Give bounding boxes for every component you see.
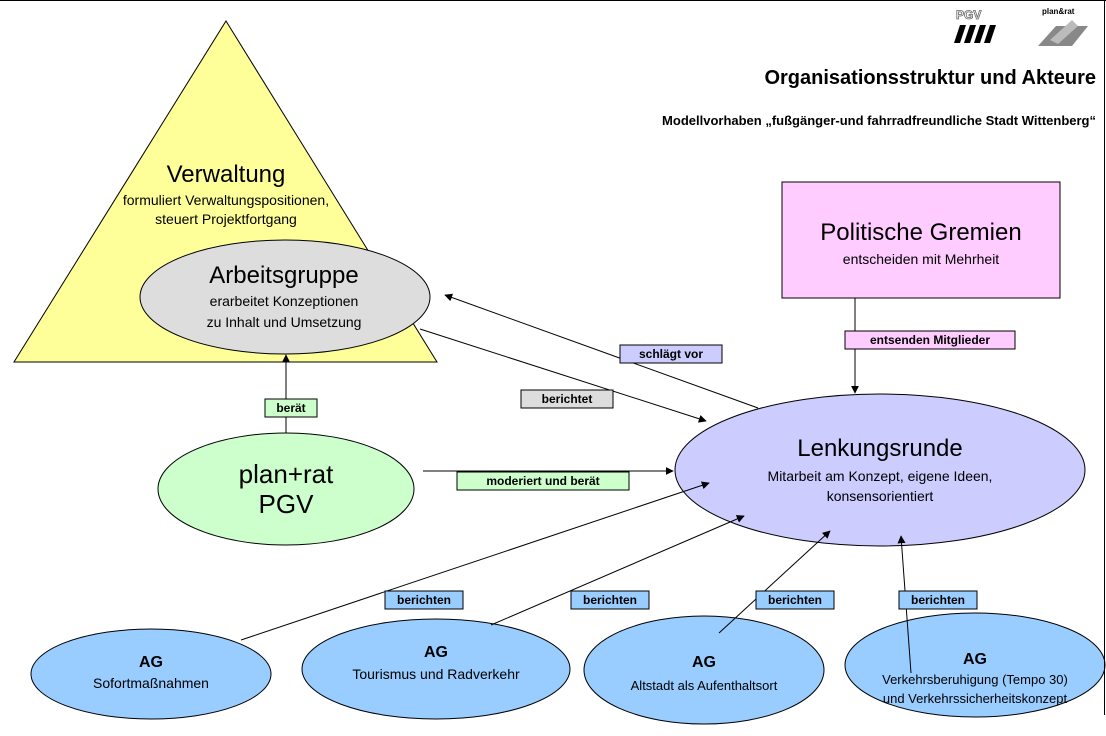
ag-text: Altstadt als Aufenthaltsort [631,678,778,693]
pgv-logo-stripe [984,25,996,43]
verwaltung-text-1: formuliert Verwaltungspositionen, [123,192,329,208]
ag-ellipse-verkehrsberuhigung [844,612,1106,718]
label-berichten-box [755,590,835,610]
label-berichten: berichten [768,593,822,607]
pgv-logo-stripe [954,25,966,43]
planrat-logo: plan&rat [1038,7,1088,46]
label-entsenden-mitglieder: entsenden Mitglieder [870,333,990,347]
label-berichten: berichten [911,593,965,607]
ag-text-2: und Verkehrssicherheitskonzept [883,691,1068,706]
ag-ellipse-sofortmassnahmen [30,628,272,720]
ag-title: AG [139,654,163,671]
pgv-logo-stripe [974,25,986,43]
politik-box [781,181,1061,299]
arrow-lenkungsrunde-to-arbeitsgruppe [444,293,759,409]
lenkungsrunde-text-1: Mitarbeit am Konzept, eigene Ideen, [768,468,993,484]
lenkungsrunde-title: Lenkungsrunde [797,435,962,462]
label-schlaegt-vor-box [619,344,723,364]
planrat-text-1: plan+rat [239,459,334,489]
pgv-logo-stripe [964,25,976,43]
label-moderiert-und-beraet: moderiert und berät [486,474,599,488]
label-beraet: berät [276,401,305,415]
ag-ellipse-tourismus [301,618,571,720]
label-moderiert-box [456,471,630,491]
frame-right-border [1104,0,1105,715]
label-berichtet: berichtet [542,392,593,406]
frame-top-border [0,0,1106,1]
lenkungsrunde-ellipse [674,393,1086,547]
planrat-logo-text: plan&rat [1042,7,1075,16]
arbeitsgruppe-title: Arbeitsgruppe [209,262,358,289]
ag-text-1: Verkehrsberuhigung (Tempo 30) [882,672,1068,687]
planrat-logo-pen [1050,20,1078,44]
verwaltung-title: Verwaltung [167,161,286,188]
arrow-arbeitsgruppe-to-lenkungsrunde [419,328,707,423]
label-berichten-box [898,590,978,610]
arbeitsgruppe-text-1: erarbeitet Konzeptionen [210,293,359,309]
arrow-ag-sofort-to-lenkungsrunde [240,481,710,641]
verwaltung-text-2: steuert Projektfortgang [155,211,297,227]
ag-ellipse-altstadt [583,615,825,725]
arbeitsgruppe-ellipse [139,239,431,355]
label-berichten-box [384,590,464,610]
page-subtitle: Modellvorhaben „fußgänger-und fahrradfre… [662,113,1096,128]
ag-title: AG [692,654,716,671]
politik-subtitle: entscheiden mit Mehrheit [843,251,1000,267]
arrow-ag-altstadt-to-lenkungsrunde [718,530,831,634]
label-berichten-box [570,590,650,610]
ag-title: AG [424,644,448,661]
ag-text: Sofortmaßnahmen [93,675,209,691]
lenkungsrunde-text-2: konsensorientiert [827,488,934,504]
label-entsenden-box [844,330,1016,350]
arbeitsgruppe-text-2: zu Inhalt und Umsetzung [207,314,362,330]
politik-title: Politische Gremien [820,219,1021,246]
page-title: Organisationsstruktur und Akteure [764,67,1096,89]
label-berichten: berichten [397,593,451,607]
label-berichten: berichten [583,593,637,607]
label-beraet-box [264,398,318,418]
label-schlaegt-vor: schlägt vor [639,347,703,361]
arrow-ag-tourismus-to-lenkungsrunde [490,515,745,626]
planrat-text-2: PGV [259,489,315,519]
pgv-logo-text: PGV [956,8,981,22]
ag-text: Tourismus und Radverkehr [352,666,520,682]
ag-title: AG [963,651,987,668]
pgv-logo: PGV [954,8,996,43]
label-berichtet-box [520,389,614,409]
